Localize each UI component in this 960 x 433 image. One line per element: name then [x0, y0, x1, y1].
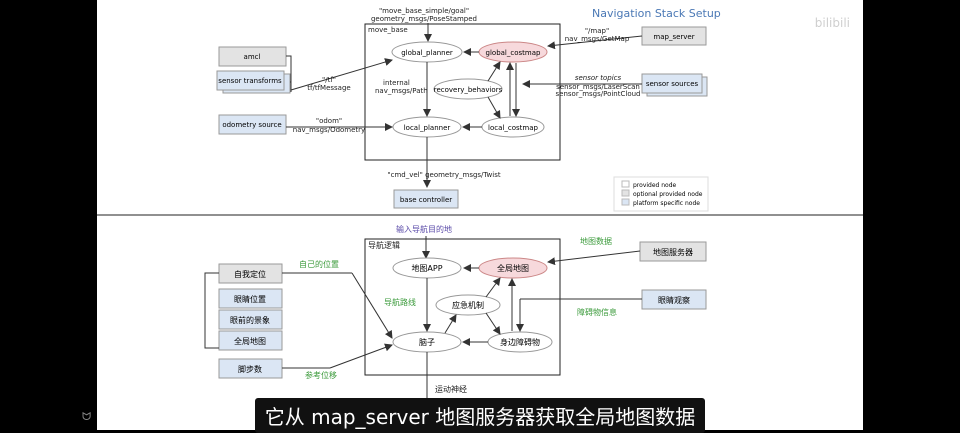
odom-label-2: nav_msgs/Odometry — [293, 126, 365, 134]
recovery-gc-arrow — [487, 61, 501, 82]
emergency-gm-arrow — [485, 277, 501, 298]
internal-label-1: internal — [383, 79, 410, 87]
cmd-vel-label: "cmd_vel" geometry_msgs/Twist — [387, 171, 500, 179]
base-controller-node — [393, 189, 459, 209]
sensor-transforms-label: sensor transforms — [218, 77, 282, 85]
emergency-obs-arrow — [485, 312, 501, 335]
video-subtitle: 它从 map_server 地图服务器获取全局地图数据 — [0, 398, 960, 433]
emergency-label: 应急机制 — [452, 300, 484, 310]
brain-label: 脑子 — [419, 337, 435, 347]
base-controller-label: base controller — [400, 196, 452, 204]
legend-provided: provided node — [633, 182, 677, 189]
eye-observe-label: 眼睛观察 — [658, 295, 690, 305]
own-pos-label: 自己的位置 — [299, 259, 339, 269]
tf-label-1: "/tf" — [322, 76, 336, 84]
goal-label-2: geometry_msgs/PoseStamped — [371, 15, 477, 23]
self-loc-label: 自我定位 — [234, 269, 266, 279]
legend-swatch-provided — [621, 180, 630, 188]
subtitle-text: 它从 map_server 地图服务器获取全局地图数据 — [254, 398, 706, 433]
local-costmap-label: local_costmap — [488, 124, 538, 132]
legend-platform: platform specific node — [633, 200, 700, 207]
odometry-source-node — [218, 114, 287, 135]
obstacle-info-label: 障碍物信息 — [577, 307, 617, 317]
sensor-label-2: sensor_msgs/LaserScan — [556, 83, 640, 91]
eye-pos-label: 眼睛位置 — [234, 294, 266, 304]
eye-pos-node — [218, 288, 283, 309]
goal-label-1: "move_base_simple/goal" — [379, 7, 469, 15]
steps-label: 脚步数 — [238, 364, 262, 374]
map-data-label: 地图数据 — [580, 236, 612, 246]
map-label-2: nav_msgs/GetMap — [565, 35, 630, 43]
tf-label-2: tf/tfMessage — [307, 84, 350, 92]
recovery-behaviors-node — [433, 78, 503, 100]
own-pos-arrow-2 — [351, 272, 393, 339]
global-costmap-label: global_costmap — [486, 49, 541, 57]
top-title: Navigation Stack Setup — [592, 7, 721, 20]
map-service-label: 地图服务器 — [653, 247, 693, 257]
bilibili-watermark: bilibili — [814, 16, 850, 30]
nav-logic-label: 导航逻辑 — [368, 240, 400, 250]
emergency-node — [435, 294, 501, 316]
map-app-label: 地图APP — [411, 263, 442, 273]
global-planner-label: global_planner — [401, 49, 453, 57]
map-arrow — [547, 35, 643, 50]
recovery-lc-arrow — [487, 96, 501, 119]
move-base-label: move_base — [368, 26, 408, 34]
move-base-container — [364, 23, 561, 161]
brain-emergency-arrow — [444, 314, 457, 334]
left-bracket — [204, 272, 219, 349]
obstacles-label: 身边障碍物 — [500, 337, 540, 347]
odom-label-1: "odom" — [316, 117, 342, 125]
global-map-side-label: 全局地图 — [234, 336, 266, 346]
sensor-label-1: sensor topics — [575, 74, 622, 82]
sensor-transforms-node — [216, 70, 285, 91]
tf-arrow — [290, 58, 393, 91]
global-map-side-node — [218, 330, 283, 351]
map-label-1: "/map" — [585, 27, 609, 35]
sensor-sources-label: sensor sources — [646, 80, 699, 88]
recovery-behaviors-label: recovery_behaviors — [434, 86, 503, 94]
map-data-arrow — [547, 250, 641, 266]
scene-label: 眼前的景象 — [230, 315, 270, 325]
internal-label-2: nav_msgs/Path — [375, 87, 428, 95]
ref-disp-label: 参考位移 — [305, 370, 337, 380]
logo-icon: ᗢ — [82, 410, 92, 423]
legend-box — [613, 176, 709, 212]
legend-swatch-platform — [621, 198, 630, 206]
goal-cn: 输入导航目的地 — [396, 224, 452, 234]
motor-label: 运动神经 — [435, 384, 467, 394]
nav-logic-container — [364, 238, 561, 376]
map-server-label: map_server — [653, 33, 694, 41]
sensor-label-3: sensor_msgs/PointCloud — [556, 90, 641, 98]
global-map-label: 全局地图 — [497, 263, 529, 273]
amcl-label: amcl — [244, 53, 261, 61]
odometry-source-label: odometry source — [222, 121, 281, 129]
legend-swatch-optional — [621, 189, 630, 197]
nav-route-label: 导航路线 — [384, 297, 416, 307]
tf-bracket — [286, 55, 292, 92]
steps-arrow-2 — [329, 343, 393, 369]
local-planner-label: local_planner — [404, 124, 451, 132]
legend-optional: optional provided node — [633, 191, 703, 198]
scene-node — [218, 309, 283, 330]
